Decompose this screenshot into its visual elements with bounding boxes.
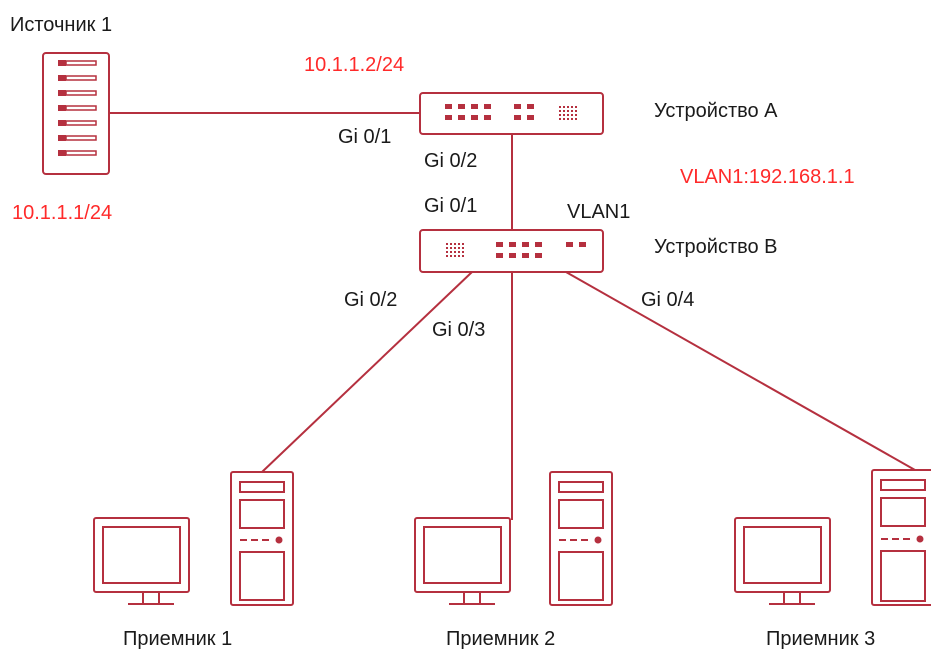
device-b-port-to-a-label: Gi 0/1 bbox=[424, 195, 477, 217]
device-b-port-to-r3-label: Gi 0/4 bbox=[641, 289, 694, 311]
device-a-name-label: Устройство A bbox=[654, 100, 778, 122]
receiver-2-pc-icon bbox=[414, 471, 613, 606]
device-b-name-label: Устройство B bbox=[654, 236, 778, 258]
source-ip-label: 10.1.1.1/24 bbox=[12, 202, 112, 224]
receiver-3-name-label: Приемник 3 bbox=[766, 628, 875, 650]
device-a-switch-icon bbox=[419, 92, 604, 135]
source-server-icon bbox=[42, 52, 110, 175]
receiver-1-name-label: Приемник 1 bbox=[123, 628, 232, 650]
device-a-vlan-ip-label: VLAN1:192.168.1.1 bbox=[680, 166, 855, 188]
source-name-label: Источник 1 bbox=[10, 14, 112, 36]
link-device-b-receiver-3 bbox=[565, 271, 916, 471]
device-b-switch-icon bbox=[419, 229, 604, 273]
receiver-3-pc-icon bbox=[734, 469, 931, 606]
device-a-port-to-b-label: Gi 0/2 bbox=[424, 150, 477, 172]
link-device-b-receiver-1 bbox=[261, 271, 473, 473]
device-b-port-to-r1-label: Gi 0/2 bbox=[344, 289, 397, 311]
device-a-port-to-source-label: Gi 0/1 bbox=[338, 126, 391, 148]
device-b-port-to-r2-label: Gi 0/3 bbox=[432, 319, 485, 341]
receiver-2-name-label: Приемник 2 bbox=[446, 628, 555, 650]
device-a-ip-label: 10.1.1.2/24 bbox=[304, 54, 404, 76]
device-b-vlan-label: VLAN1 bbox=[567, 201, 630, 223]
receiver-1-pc-icon bbox=[93, 471, 294, 606]
